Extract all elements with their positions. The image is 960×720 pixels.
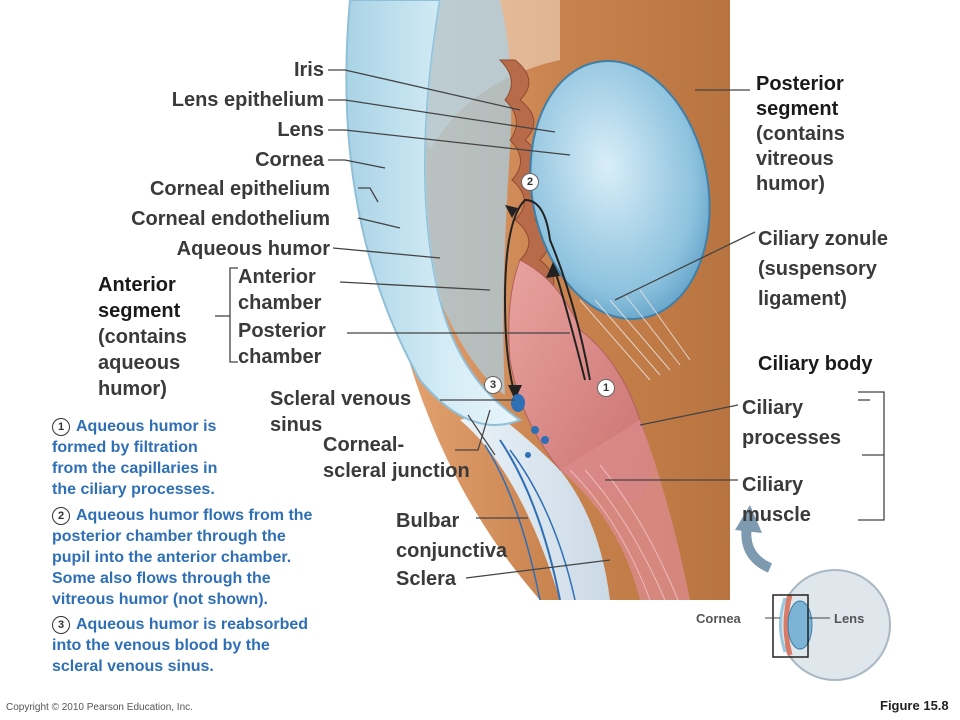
label-bulbar-conjunctiva: Bulbar conjunctiva: [396, 510, 508, 562]
label-scleral-venous-sinus: Scleral venous sinus: [270, 388, 412, 436]
copyright: Copyright © 2010 Pearson Education, Inc.: [6, 702, 193, 713]
label-iris: Iris: [293, 59, 324, 81]
label-anterior-segment: Anterior segment (contains aqueous humor…: [98, 274, 187, 400]
label-corneal-scleral-junction: Corneal- scleral junction: [323, 434, 470, 482]
label-ciliary-body: Ciliary body: [758, 353, 873, 375]
label-lens: Lens: [277, 119, 324, 141]
inset-label-cornea: Cornea: [696, 611, 741, 626]
label-posterior-segment: Posterior segment (contains vitreous hum…: [756, 73, 845, 195]
label-aqueous-humor: Aqueous humor: [176, 238, 330, 260]
sinus-dot: [511, 394, 525, 412]
step-badge-3: 3: [484, 376, 502, 394]
label-lens-epithelium: Lens epithelium: [171, 89, 324, 111]
sclera-region: [460, 410, 610, 600]
label-ciliary-processes: Ciliary processes: [742, 397, 841, 449]
label-anterior-chamber: Anterior chamber: [238, 266, 322, 314]
step-badge-1: 1: [597, 379, 615, 397]
label-corneal-endothelium: Corneal endothelium: [131, 208, 330, 230]
step-badge-2: 2: [521, 173, 539, 191]
label-ciliary-zonule: Ciliary zonule (suspensory ligament): [758, 228, 889, 310]
label-corneal-epithelium: Corneal epithelium: [149, 178, 330, 200]
figure-number: Figure 15.8: [880, 698, 949, 713]
label-sclera: Sclera: [396, 568, 457, 590]
inset-label-lens: Lens: [834, 611, 865, 626]
label-cornea: Cornea: [255, 149, 324, 171]
label-posterior-chamber: Posterior chamber: [238, 320, 326, 368]
label-ciliary-muscle: Ciliary muscle: [742, 474, 811, 526]
